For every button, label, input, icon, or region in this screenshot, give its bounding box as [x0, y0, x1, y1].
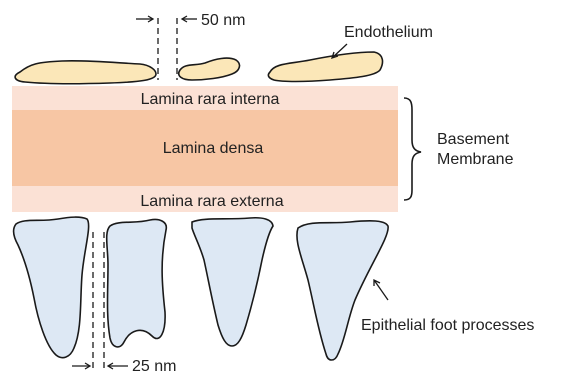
- endothelium-label: Endothelium: [344, 24, 433, 41]
- lamina-rara-interna-label: Lamina rara interna: [141, 91, 280, 108]
- epithelial-foot-processes: [14, 217, 389, 360]
- endothelium-cell-left: [15, 61, 156, 84]
- basement-membrane-label-line1: Basement: [437, 131, 510, 148]
- lamina-densa-label: Lamina densa: [163, 140, 264, 157]
- endothelium-cell-middle: [179, 58, 240, 80]
- gap-50nm-label: 50 nm: [201, 12, 245, 29]
- epithelial-foot-processes-label: Epithelial foot processes: [361, 317, 534, 334]
- foot-process-pointer-arrow: [374, 280, 388, 300]
- endothelium-cell-right: [268, 52, 382, 82]
- basement-membrane-bracket: [404, 98, 421, 200]
- gap-25nm-label: 25 nm: [132, 358, 176, 374]
- endothelium-cells: [15, 52, 382, 84]
- basement-membrane-label-line2: Membrane: [437, 151, 514, 168]
- lamina-rara-externa-label: Lamina rara externa: [140, 193, 283, 210]
- foot-process-2: [107, 219, 167, 346]
- foot-process-3: [192, 218, 273, 346]
- foot-process-1: [14, 217, 89, 358]
- foot-process-4: [297, 221, 388, 360]
